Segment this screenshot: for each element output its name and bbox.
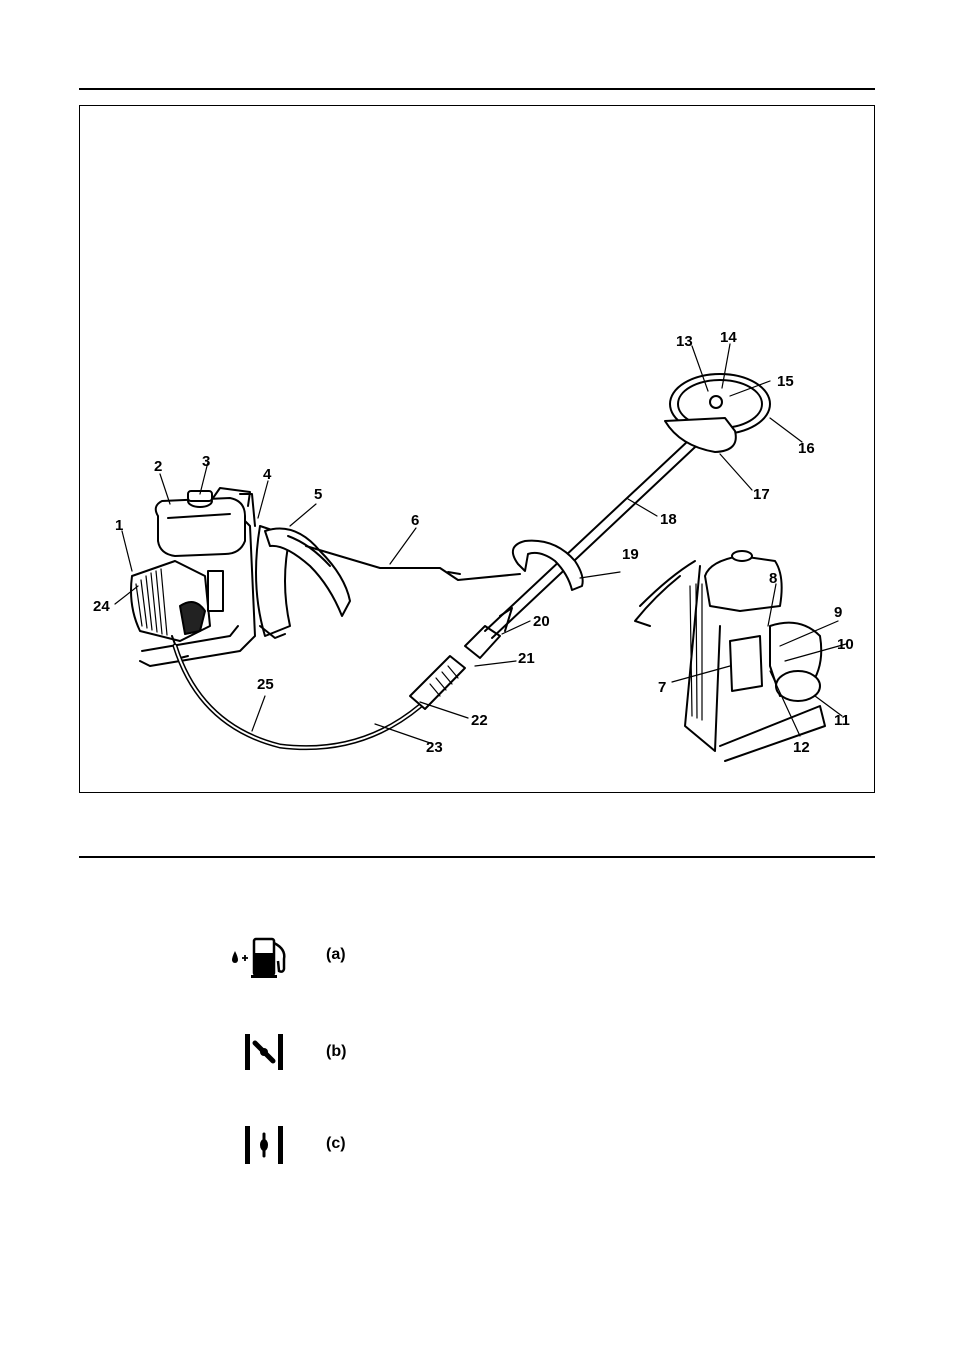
part-number: 19: [622, 546, 639, 563]
choke-closed-icon: [243, 1034, 285, 1070]
legend-label-c: (c): [326, 1135, 346, 1153]
part-number: 2: [154, 458, 162, 475]
top-rule: [79, 88, 875, 90]
choke-open-icon: [243, 1126, 285, 1164]
part-number: 15: [777, 373, 794, 390]
part-number: 7: [658, 679, 666, 696]
brushcutter-illustration: 1 2 3 4 5 6 7 8 9 10 11 12 13 14 15 16 1…: [80, 106, 874, 792]
part-number: 3: [202, 453, 210, 470]
part-number: 10: [837, 636, 854, 653]
part-number: 16: [798, 440, 815, 457]
part-number: 9: [834, 604, 842, 621]
part-number: 24: [93, 598, 110, 615]
parts-figure: 1 2 3 4 5 6 7 8 9 10 11 12 13 14 15 16 1…: [79, 105, 875, 793]
part-number: 21: [518, 650, 535, 667]
part-number: 17: [753, 486, 770, 503]
part-number: 4: [263, 466, 272, 483]
drive-shaft: [485, 411, 720, 631]
section-rule: [79, 856, 875, 858]
part-number: 25: [257, 676, 274, 693]
part-number: 1: [115, 517, 123, 534]
part-number: 18: [660, 511, 677, 528]
fuel-pump-icon: [228, 933, 292, 979]
backpack-engine: [131, 488, 350, 666]
part-number: 12: [793, 739, 810, 756]
part-number: 11: [834, 712, 850, 729]
part-number: 22: [471, 712, 488, 729]
part-number: 14: [720, 329, 737, 346]
part-number: 13: [676, 333, 693, 350]
part-number: 6: [411, 512, 419, 529]
part-number: 5: [314, 486, 322, 503]
part-number: 20: [533, 613, 550, 630]
legend-label-a: (a): [326, 946, 346, 964]
part-number: 23: [426, 739, 443, 756]
flexible-drive-cable: [175, 646, 420, 748]
part-number: 8: [769, 570, 777, 587]
legend-label-b: (b): [326, 1043, 346, 1061]
